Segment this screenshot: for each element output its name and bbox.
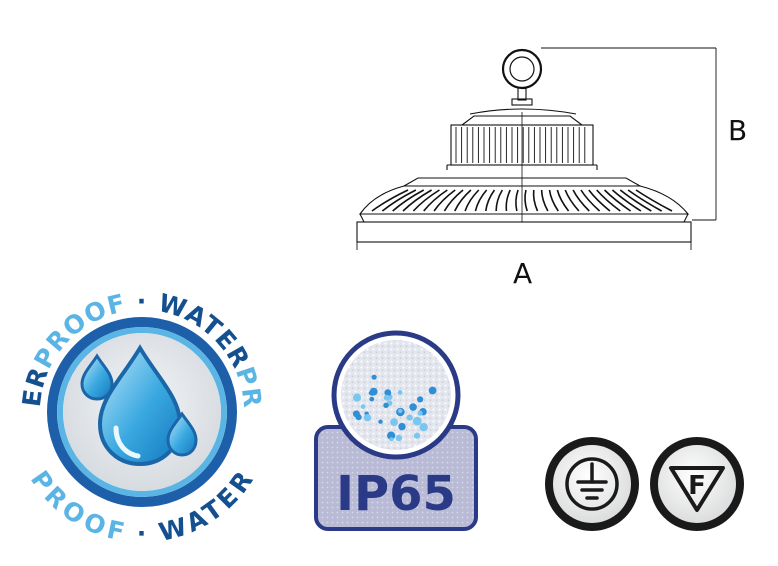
water-particle <box>395 434 403 442</box>
waterproof-badge: WATERPROOF · WATERPROOF PROOF · WATER <box>0 0 266 548</box>
water-particle <box>389 437 394 442</box>
water-particle <box>419 423 428 432</box>
ip65-badge: IP65 <box>314 330 478 531</box>
symbol-face <box>553 445 631 523</box>
f-triangle-icon <box>669 466 725 512</box>
water-particle <box>371 374 377 380</box>
water-particle <box>397 390 403 395</box>
badge-inner-ring <box>57 327 227 497</box>
drop-highlight <box>113 425 141 459</box>
water-particle <box>384 389 392 397</box>
water-particles <box>352 374 437 442</box>
water-particle <box>383 394 390 401</box>
driver-housing <box>446 108 598 222</box>
water-particle <box>428 386 437 395</box>
ground-icon <box>576 462 608 500</box>
f-mark-symbol: F <box>650 437 744 531</box>
badge-outer-ring <box>47 317 237 507</box>
earth-ring-icon <box>565 457 619 511</box>
small-water-drop-icon <box>80 353 114 401</box>
water-particle <box>390 418 398 426</box>
water-particle <box>369 396 375 402</box>
water-particle <box>417 396 424 403</box>
water-particle <box>406 414 413 421</box>
heat-sink <box>358 177 690 223</box>
water-particle <box>413 432 421 439</box>
water-particle <box>352 410 360 418</box>
protective-earth-symbol <box>545 437 639 531</box>
water-particle <box>409 403 417 411</box>
water-particle <box>412 416 422 426</box>
eye-bolt <box>501 48 543 106</box>
ip-rating-label: IP65 <box>336 466 456 522</box>
water-particle <box>398 408 403 414</box>
water-particle <box>368 390 374 396</box>
water-particle <box>363 414 372 422</box>
symbol-face <box>658 445 736 523</box>
dimension-b-label: B <box>728 114 747 147</box>
large-water-drop-icon <box>97 344 183 467</box>
water-particle <box>378 419 383 424</box>
water-particle <box>398 422 406 431</box>
small-water-drop-icon <box>166 411 198 457</box>
diffuser-ring <box>356 221 692 243</box>
water-particle <box>352 393 362 402</box>
f-mark-letter: F <box>688 471 706 501</box>
water-particle <box>383 402 389 408</box>
dimension-a-label: A <box>513 257 532 290</box>
water-particle <box>387 431 396 440</box>
luminaire-dimension-drawing <box>356 47 717 250</box>
water-particle <box>360 404 366 409</box>
dust-field <box>341 340 451 450</box>
water-particle <box>417 410 423 416</box>
dimension-lines <box>356 47 717 250</box>
